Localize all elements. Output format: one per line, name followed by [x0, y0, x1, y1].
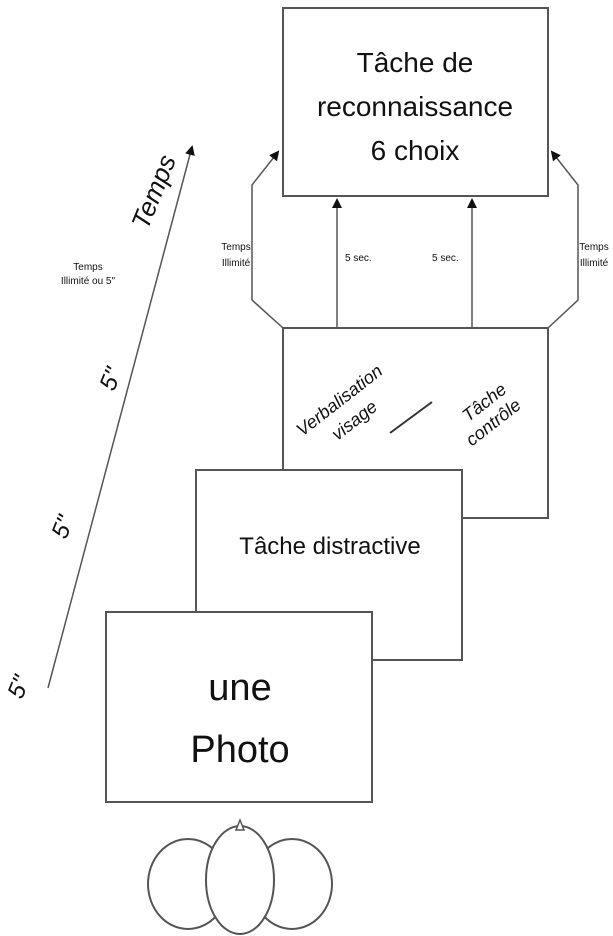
- timeline-mark-mid: 5": [46, 511, 80, 543]
- timeline-title: Temps: [125, 150, 182, 233]
- viewer-head-icon: [147, 817, 333, 935]
- side-note-line1: Temps: [73, 262, 102, 273]
- photo-box: [105, 611, 373, 803]
- side-note-line2: Illimité ou 5": [61, 276, 116, 287]
- timeline-arrow: [47, 145, 195, 689]
- right-outer-label-line2: Illimité: [580, 258, 609, 269]
- photo-line1: une: [208, 667, 271, 709]
- recognition-line1: Tâche de: [357, 47, 474, 78]
- left-outer-label-line2: Illimité: [222, 258, 251, 269]
- right-outer-label-line1: Temps: [579, 242, 608, 253]
- recognition-line3: 6 choix: [371, 135, 460, 166]
- recognition-line2: reconnaissance: [317, 91, 513, 122]
- arrow-left-outer: [251, 150, 284, 329]
- arrow-right-outer: [547, 150, 579, 329]
- timeline-mark-top: 5": [94, 363, 128, 395]
- distract-label: Tâche distractive: [239, 533, 420, 560]
- inner-left-label: 5 sec.: [345, 253, 372, 264]
- verbal-divider: [389, 401, 433, 434]
- timeline-mark-bottom: 5": [2, 671, 36, 703]
- left-outer-label-line1: Temps: [221, 242, 250, 253]
- inner-right-label: 5 sec.: [432, 253, 459, 264]
- photo-line2: Photo: [190, 729, 289, 771]
- recognition-box: [282, 7, 549, 197]
